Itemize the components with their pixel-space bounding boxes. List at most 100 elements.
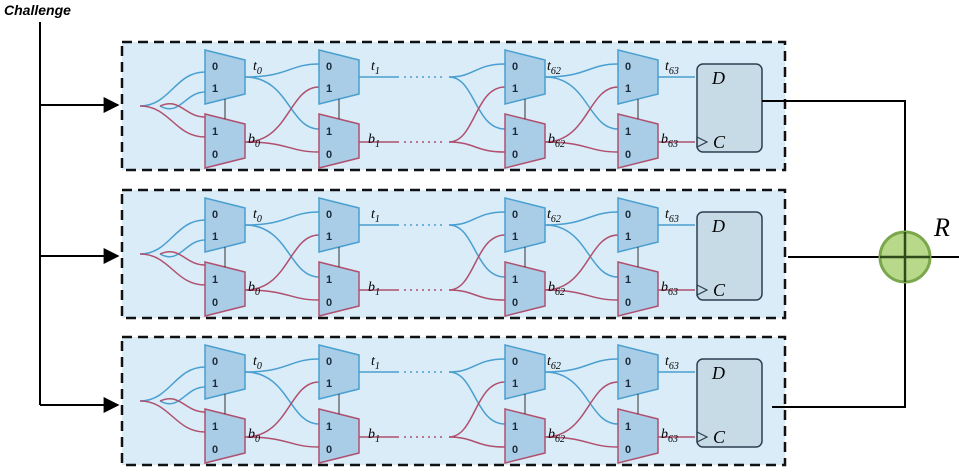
mux-top <box>617 197 659 253</box>
mux-input-label: 0 <box>512 209 518 221</box>
mux-input-label: 0 <box>625 356 631 368</box>
mux-bottom <box>318 408 360 464</box>
flip-flop-c: C <box>713 427 726 447</box>
input-bottom-wire <box>139 105 206 138</box>
mux-input-label: 0 <box>512 356 518 368</box>
mux-bottom <box>204 408 246 464</box>
input-bottom-wire <box>139 253 206 286</box>
mux-input-label: 0 <box>212 444 218 456</box>
clock-triangle <box>696 284 709 296</box>
top-wire <box>244 63 320 78</box>
flip-flop <box>696 358 763 448</box>
mux-bottom <box>504 261 546 317</box>
bottom-label: b0 <box>248 427 260 445</box>
flip-flop-d: D <box>711 216 725 236</box>
mux-input-label: 0 <box>326 61 332 73</box>
top-label: t1 <box>371 354 380 372</box>
mux-top <box>504 49 546 105</box>
bottom-wire <box>544 436 619 448</box>
input-cross-wire <box>159 251 206 266</box>
mux-input-label: 1 <box>625 421 631 433</box>
input-cross-wire <box>159 398 206 413</box>
top-label: t63 <box>665 59 679 77</box>
flip-flop <box>696 63 763 153</box>
bottom-label: b0 <box>248 280 260 298</box>
mux-bottom <box>504 408 546 464</box>
flip-flop-c: C <box>713 132 726 152</box>
bottom-label: b63 <box>661 427 678 445</box>
xor-gate <box>878 230 932 284</box>
cross-wire <box>544 86 619 143</box>
mux-input-label: 1 <box>326 274 332 286</box>
mux-input-label: 0 <box>326 444 332 456</box>
mux-input-label: 0 <box>212 149 218 161</box>
challenge-label: Challenge <box>4 2 71 18</box>
mux-input-label: 1 <box>512 378 518 390</box>
top-wire <box>544 358 619 373</box>
mux-input-label: 1 <box>625 274 631 286</box>
mux-top <box>504 197 546 253</box>
input-bottom-wire <box>139 400 206 433</box>
flip-flop-c: C <box>713 280 726 300</box>
bottom-wire <box>244 141 320 153</box>
bottom-wire <box>448 141 506 153</box>
mux-input-label: 1 <box>326 421 332 433</box>
input-cross-wire <box>159 386 206 405</box>
bottom-label: b63 <box>661 280 678 298</box>
cross-wire <box>544 234 619 291</box>
mux-input-label: 1 <box>212 421 218 433</box>
bottom-label: b63 <box>661 132 678 150</box>
mux-input-label: 0 <box>326 356 332 368</box>
bottom-label: b62 <box>548 132 565 150</box>
input-cross-wire <box>159 103 206 118</box>
mux-input-label: 0 <box>326 209 332 221</box>
input-top-wire <box>139 71 206 107</box>
top-label: t63 <box>665 207 679 225</box>
top-wire <box>244 211 320 226</box>
input-cross-wire <box>159 239 206 258</box>
mux-input-label: 0 <box>212 297 218 309</box>
bottom-wire <box>448 436 506 448</box>
input-top-wire <box>139 219 206 255</box>
mux-bottom <box>617 113 659 169</box>
output-label: R <box>933 213 950 242</box>
cross-wire <box>244 224 320 278</box>
cross-wire <box>244 86 320 143</box>
cross-wire <box>544 76 619 130</box>
mux-top <box>318 197 360 253</box>
mux-input-label: 0 <box>326 297 332 309</box>
cross-wire <box>448 86 506 143</box>
mux-input-label: 1 <box>625 83 631 95</box>
cross-wire <box>244 234 320 291</box>
mux-input-label: 1 <box>625 231 631 243</box>
top-wire <box>544 211 619 226</box>
bottom-wire <box>544 141 619 153</box>
input-top-wire <box>139 366 206 402</box>
mux-input-label: 1 <box>212 274 218 286</box>
mux-input-label: 0 <box>625 61 631 73</box>
clock-triangle <box>696 431 709 443</box>
top-label: t0 <box>253 207 262 225</box>
mux-input-label: 1 <box>326 231 332 243</box>
mux-input-label: 0 <box>212 356 218 368</box>
mux-input-label: 1 <box>512 83 518 95</box>
mux-top <box>318 49 360 105</box>
cross-wire <box>244 76 320 130</box>
mux-input-label: 1 <box>512 421 518 433</box>
top-label: t63 <box>665 354 679 372</box>
mux-top <box>617 49 659 105</box>
top-label: t1 <box>371 59 380 77</box>
top-wire <box>448 358 506 373</box>
top-label: t0 <box>253 354 262 372</box>
bottom-label: b62 <box>548 427 565 445</box>
mux-input-label: 0 <box>512 297 518 309</box>
cross-wire <box>448 224 506 278</box>
mux-input-label: 0 <box>212 209 218 221</box>
top-label: t62 <box>547 207 561 225</box>
mux-input-label: 1 <box>326 126 332 138</box>
mux-input-label: 0 <box>326 149 332 161</box>
bottom-wire <box>244 436 320 448</box>
mux-input-label: 0 <box>512 444 518 456</box>
mux-input-label: 1 <box>625 378 631 390</box>
flip-flop-d: D <box>711 363 725 383</box>
